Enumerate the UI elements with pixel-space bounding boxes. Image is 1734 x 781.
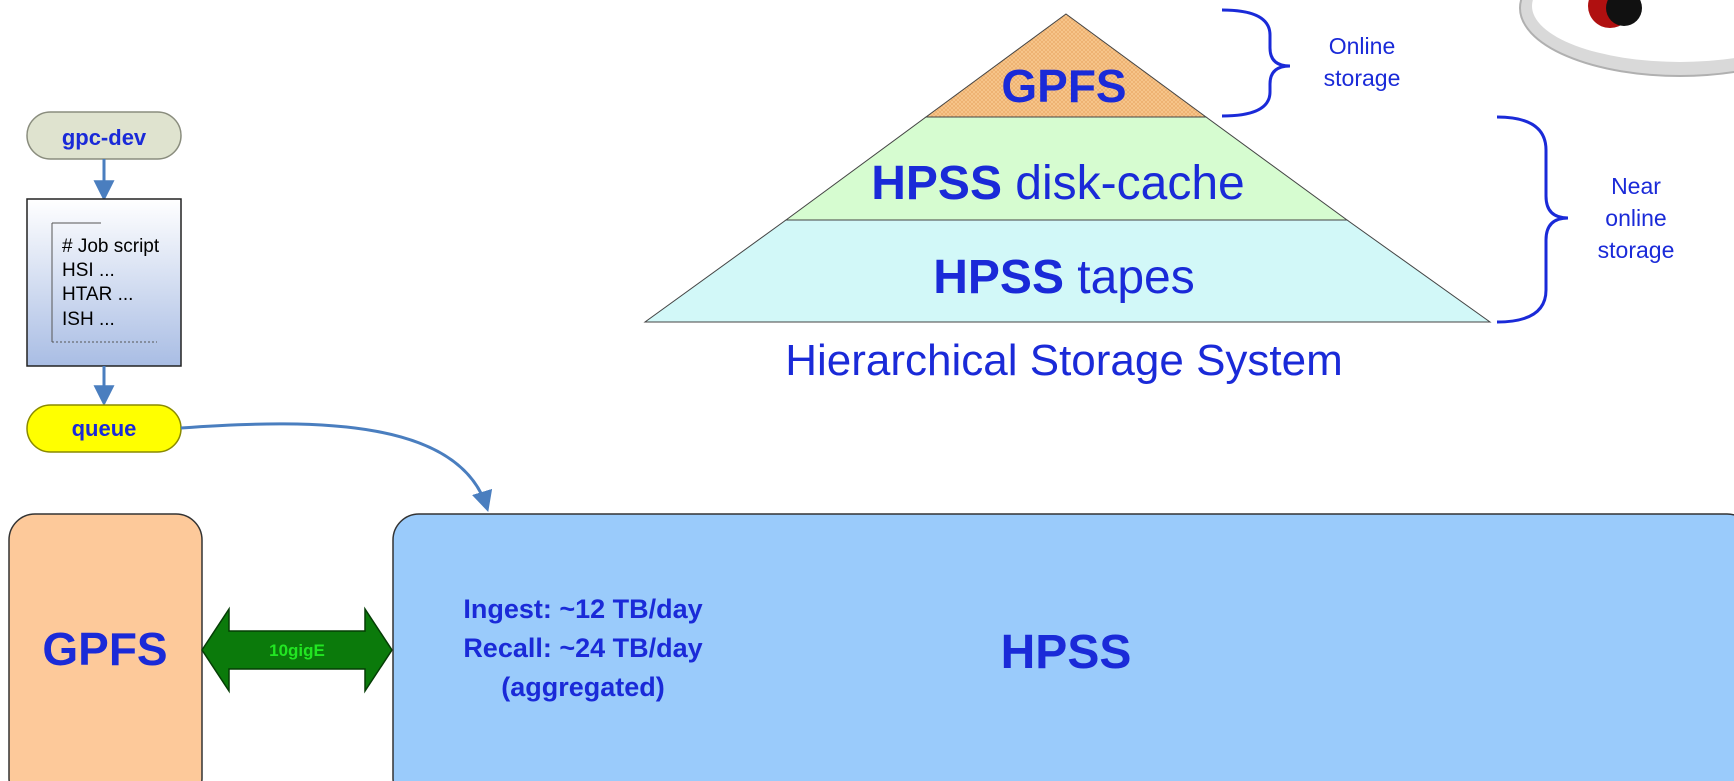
queue-node: queue (26, 404, 182, 453)
link-label: 10gigE (269, 641, 325, 660)
job-script-box: # Job script HSI ... HTAR ... ISH ... (26, 198, 182, 367)
arrow-queue-to-hpss (180, 422, 493, 513)
near-online-storage-brace: Near online storage (1496, 115, 1675, 324)
near-online-line-1: Near (1611, 173, 1661, 199)
online-storage-brace: Online storage (1221, 8, 1401, 118)
job-script-line-2: HSI ... (62, 260, 115, 281)
logo (1519, 0, 1734, 77)
pyramid-tier-gpfs (924, 13, 1208, 118)
pyramid-middle-label: HPSS disk-cache (871, 157, 1244, 210)
hpss-box-label: HPSS (1001, 626, 1132, 679)
hpss-box: HPSS Ingest: ~12 TB/day Recall: ~24 TB/d… (392, 513, 1734, 781)
rate-aggregated: (aggregated) (501, 672, 665, 702)
near-online-line-3: storage (1598, 237, 1675, 263)
job-script-line-4: ISH ... (62, 309, 115, 330)
link-10gige: 10gigE (201, 606, 393, 694)
job-script-line-3: HTAR ... (62, 284, 133, 305)
gpc-dev-label: gpc-dev (62, 125, 147, 150)
rate-ingest: Ingest: ~12 TB/day (463, 594, 702, 624)
gpfs-box: GPFS (8, 513, 203, 781)
pyramid-top-label: GPFS (1001, 60, 1126, 112)
storage-pyramid: GPFS HPSS disk-cache HPSS tapes Hierarch… (643, 13, 1492, 385)
pyramid-caption: Hierarchical Storage System (785, 336, 1343, 385)
online-storage-line-2: storage (1324, 65, 1401, 91)
online-storage-line-1: Online (1329, 33, 1395, 59)
pyramid-bottom-label: HPSS tapes (933, 251, 1194, 304)
gpc-dev-node: gpc-dev (26, 111, 182, 160)
near-online-line-2: online (1605, 205, 1666, 231)
gpfs-box-label: GPFS (42, 623, 167, 675)
rate-recall: Recall: ~24 TB/day (463, 633, 702, 663)
queue-label: queue (72, 416, 137, 441)
job-script-line-1: # Job script (62, 236, 160, 257)
